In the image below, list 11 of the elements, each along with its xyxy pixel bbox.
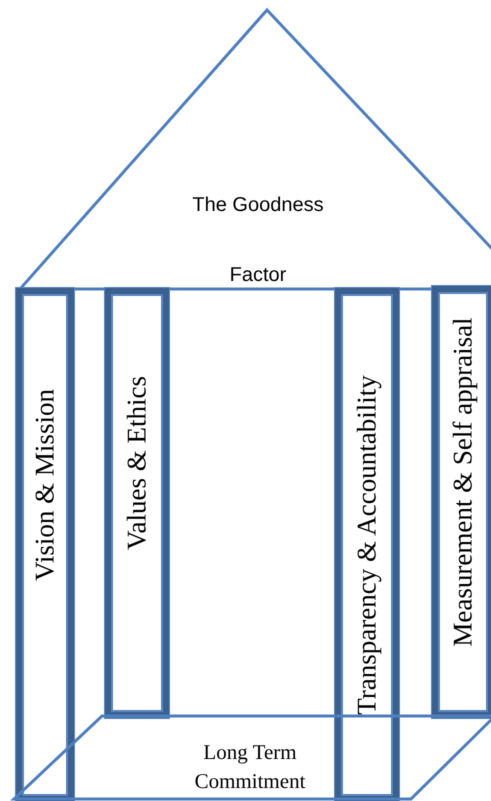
pillar [105, 288, 169, 718]
floor-parallelogram [10, 714, 491, 801]
pillar-label: Values & Ethics [124, 376, 150, 550]
pillar [335, 288, 399, 801]
pillar-label: Vision & Mission [32, 389, 58, 581]
floor-label: Long Term Commitment [194, 739, 306, 795]
pillar-label: Transparency & Accountability [354, 375, 380, 715]
pillar [16, 288, 74, 801]
pillar-label: Measurement & Self appraisal [450, 317, 476, 647]
roof-label: The Goodness Factor [191, 193, 325, 288]
pillar [432, 286, 491, 718]
